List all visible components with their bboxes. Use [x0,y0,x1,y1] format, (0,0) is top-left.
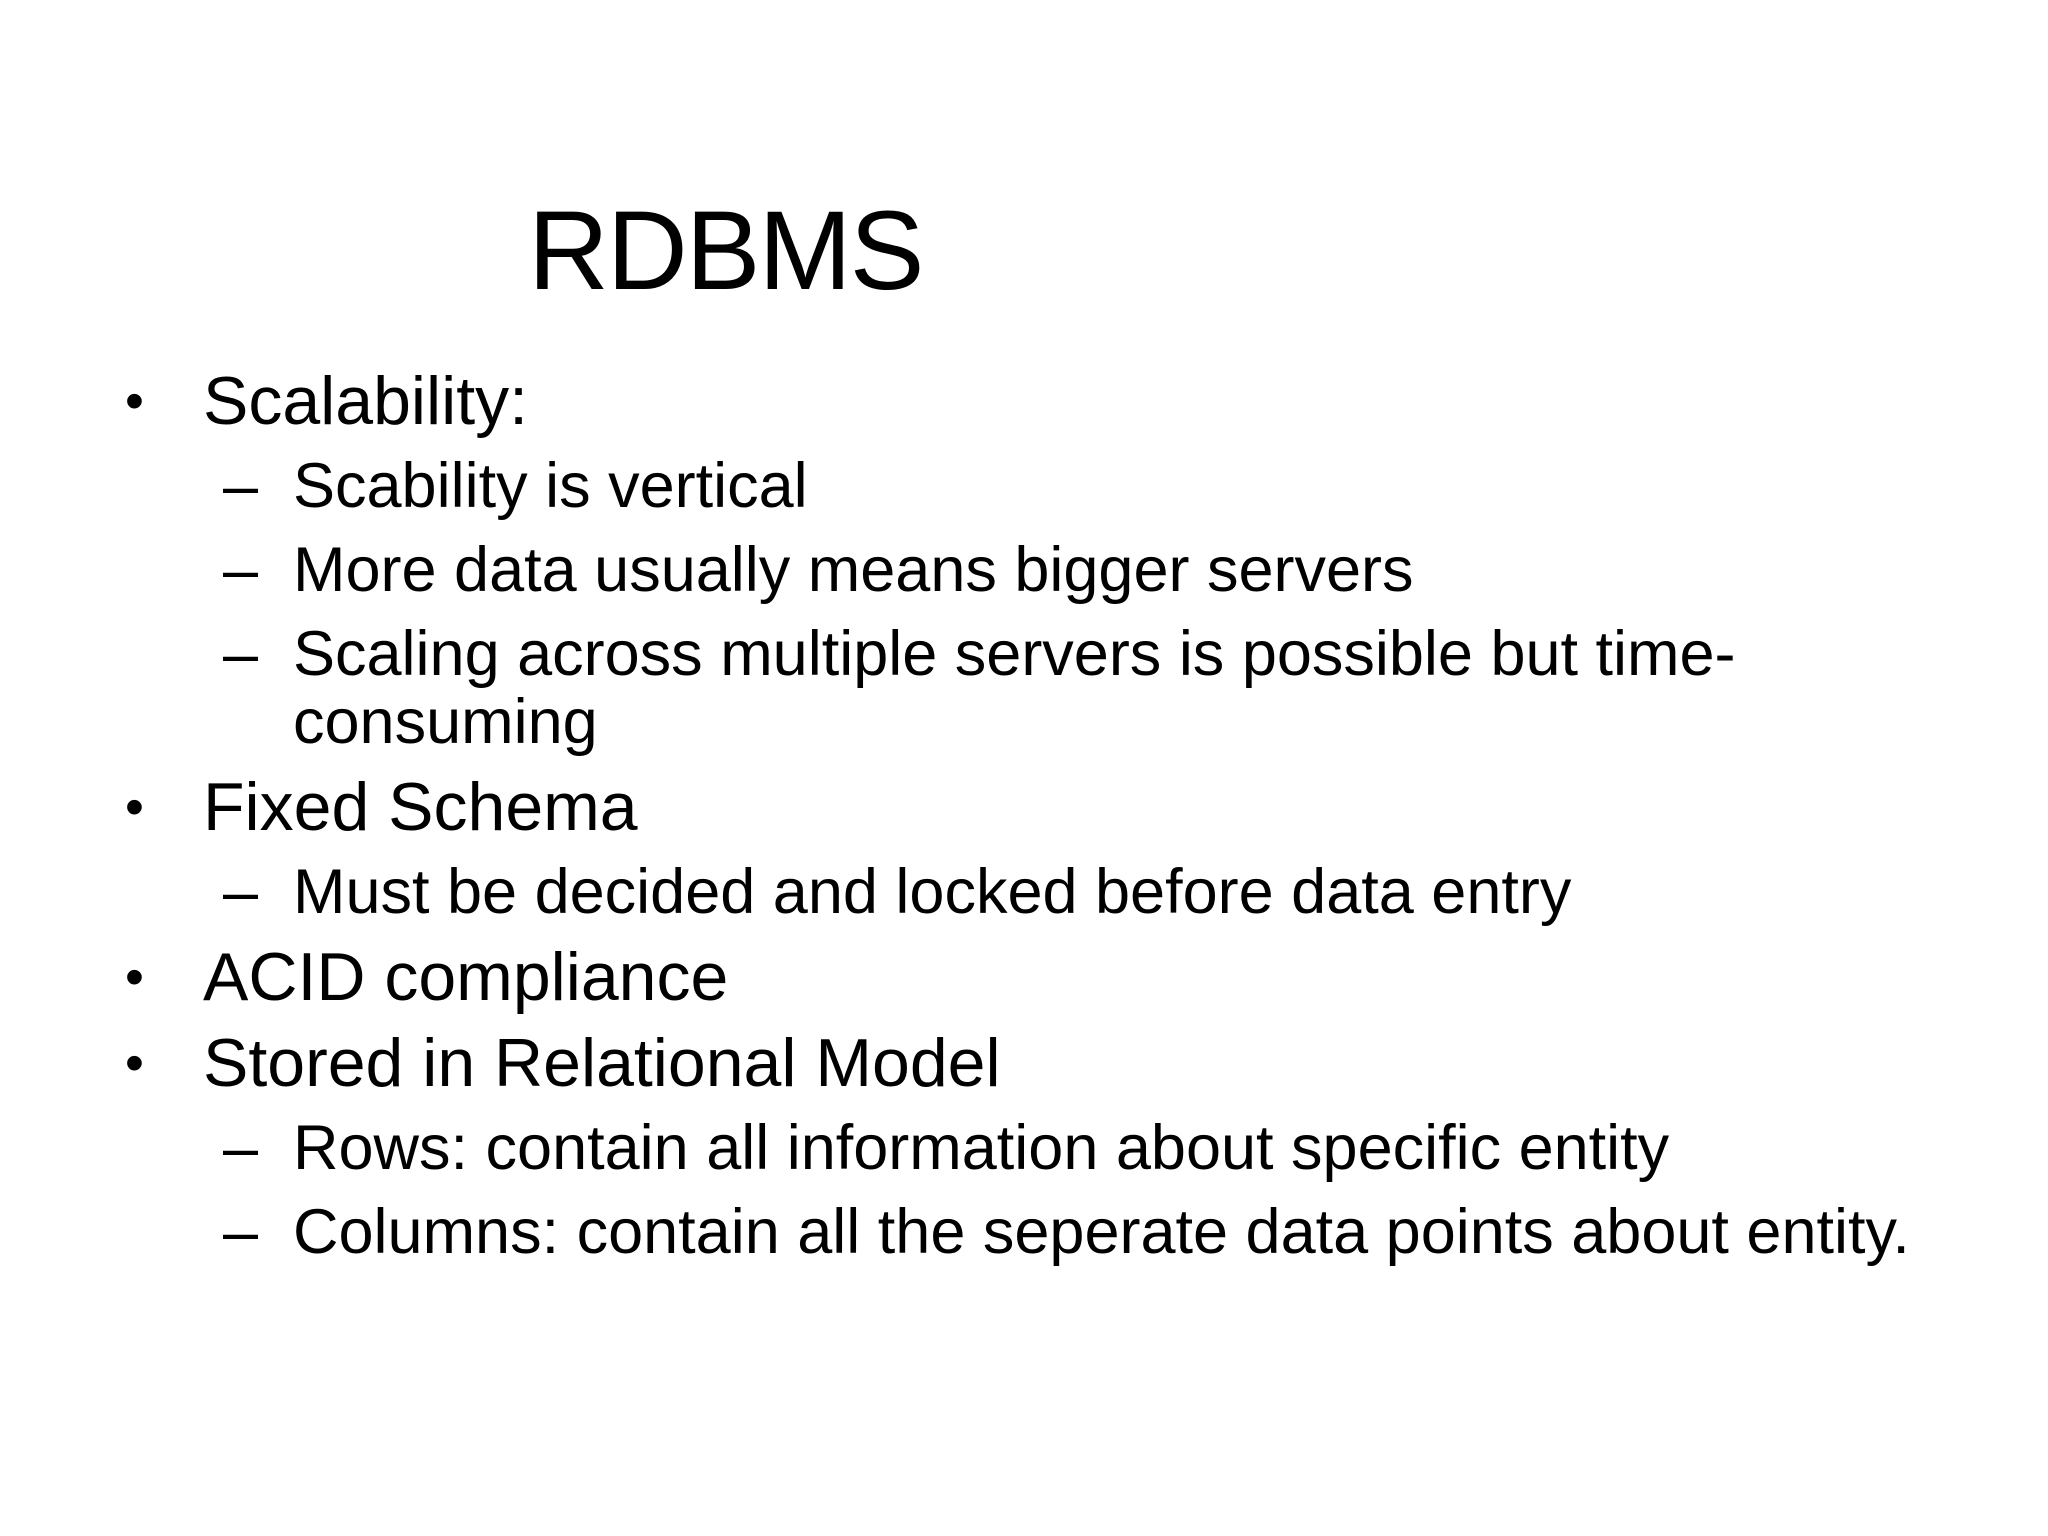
bullet-list: • Scalability: – Scability is vertical –… [125,366,1985,1266]
sub-bullet-text: Must be decided and locked before data e… [293,857,1572,927]
sub-bullet-scability-vertical: – Scability is vertical [223,452,1985,520]
dash-marker: – [223,451,259,521]
sub-bullet-must-be-decided: – Must be decided and locked before data… [223,858,1985,926]
dash-marker: – [223,1113,259,1183]
bullet-text: Stored in Relational Model [203,1025,1001,1101]
sub-bullet-text: Scaling across multiple servers is possi… [293,619,1736,757]
sub-bullet-text: Columns: contain all the seperate data p… [293,1197,1910,1267]
bullet-item-acid-compliance: • ACID compliance [125,942,1985,1012]
sub-bullet-text: More data usually means bigger servers [293,535,1414,605]
bullet-marker: • [125,777,144,837]
dash-marker: – [223,535,259,605]
bullet-item-fixed-schema: • Fixed Schema [125,772,1985,842]
bullet-text: Fixed Schema [203,769,638,845]
sub-bullet-scaling-servers: – Scaling across multiple servers is pos… [223,620,1985,756]
bullet-item-scalability: • Scalability: [125,366,1985,436]
bullet-text: Scalability: [203,363,529,439]
bullet-marker: • [125,371,144,431]
sub-bullet-rows: – Rows: contain all information about sp… [223,1114,1985,1182]
bullet-marker: • [125,947,144,1007]
bullet-marker: • [125,1033,144,1093]
bullet-text: ACID compliance [203,939,729,1015]
slide-title: RDBMS [528,188,924,313]
dash-marker: – [223,1197,259,1267]
sub-bullet-text: Scability is vertical [293,451,808,521]
dash-marker: – [223,857,259,927]
sub-bullet-text: Rows: contain all information about spec… [293,1113,1670,1183]
sub-bullet-more-data: – More data usually means bigger servers [223,536,1985,604]
bullet-item-relational-model: • Stored in Relational Model [125,1028,1985,1098]
dash-marker: – [223,619,259,689]
sub-bullet-columns: – Columns: contain all the seperate data… [223,1198,1985,1266]
